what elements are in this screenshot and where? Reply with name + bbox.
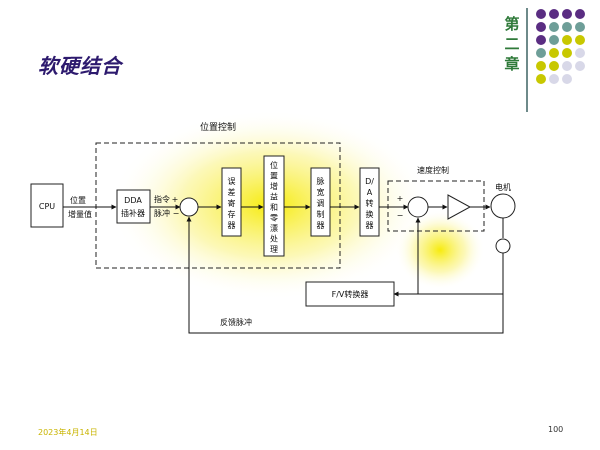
cpu-block	[30, 183, 64, 228]
summing-junction-1	[179, 197, 199, 217]
cpu-output-label: 增量值	[68, 209, 92, 219]
fv-converter-block	[305, 281, 395, 307]
block-char: 宽	[317, 187, 325, 197]
encoder-symbol	[495, 238, 511, 254]
chapter-char: 第	[504, 15, 520, 33]
header-divider	[526, 8, 528, 112]
block-char: 器	[317, 221, 325, 230]
pwm-block	[310, 167, 331, 237]
motor-symbol	[490, 193, 516, 219]
position-control-group	[95, 142, 341, 269]
feedback-pulse-in-label: 脉冲	[154, 208, 170, 218]
speed-control-group	[387, 180, 485, 232]
block-char: 调	[317, 199, 325, 208]
block-char: 转	[366, 198, 374, 208]
plus-sign: +	[172, 195, 179, 204]
block-char: 脉	[317, 176, 325, 186]
block-char: 差	[228, 187, 236, 197]
error-register-block	[221, 167, 242, 237]
block-char: 存	[228, 209, 236, 219]
block-char: 理	[270, 245, 278, 254]
block-char: 漂	[270, 223, 278, 233]
chapter-label: 第 二 章	[500, 14, 524, 74]
gain-zero-block	[263, 155, 285, 257]
block-char: 制	[317, 209, 325, 219]
block-char: 误	[228, 177, 236, 186]
block-char: 处	[270, 234, 278, 244]
da-block	[359, 167, 380, 237]
block-char: A	[367, 188, 373, 197]
summing-junction-2	[407, 196, 429, 218]
dda-label: DDA	[124, 196, 142, 205]
cpu-output-label: 位置	[70, 195, 86, 205]
chapter-char: 章	[504, 55, 520, 73]
chapter-char: 二	[504, 35, 520, 53]
dda-block	[116, 189, 151, 224]
slide-date: 2023年4月14日	[38, 428, 98, 437]
command-pulse-label: 指令	[154, 194, 170, 204]
motor-label: 电机	[495, 182, 511, 192]
block-char: 和	[270, 203, 278, 212]
block-char: 寄	[228, 198, 236, 208]
position-control-label: 位置控制	[200, 121, 236, 133]
block-char: 增	[270, 181, 278, 191]
speed-control-label: 速度控制	[417, 165, 449, 175]
cpu-label: CPU	[39, 202, 55, 211]
feedback-pulse-label: 反馈脉冲	[220, 317, 252, 327]
minus-sign: −	[173, 209, 180, 218]
amplifier-symbol	[447, 194, 472, 220]
slide-title: 软硬结合	[38, 54, 122, 78]
block-char: 换	[366, 209, 374, 219]
fv-converter-label: F/V转换器	[332, 289, 369, 299]
highlight-glow	[395, 210, 485, 290]
block-char: 零	[270, 214, 278, 223]
block-char: D/	[365, 177, 374, 186]
minus-sign: −	[397, 211, 404, 220]
plus-sign: +	[397, 194, 404, 203]
block-char: 位	[270, 160, 278, 170]
block-char: 益	[270, 192, 278, 202]
page-number: 100	[548, 425, 564, 434]
block-char: 器	[228, 221, 236, 230]
dda-label: 插补器	[121, 208, 145, 218]
block-char: 器	[366, 221, 374, 230]
block-char: 置	[270, 172, 278, 181]
